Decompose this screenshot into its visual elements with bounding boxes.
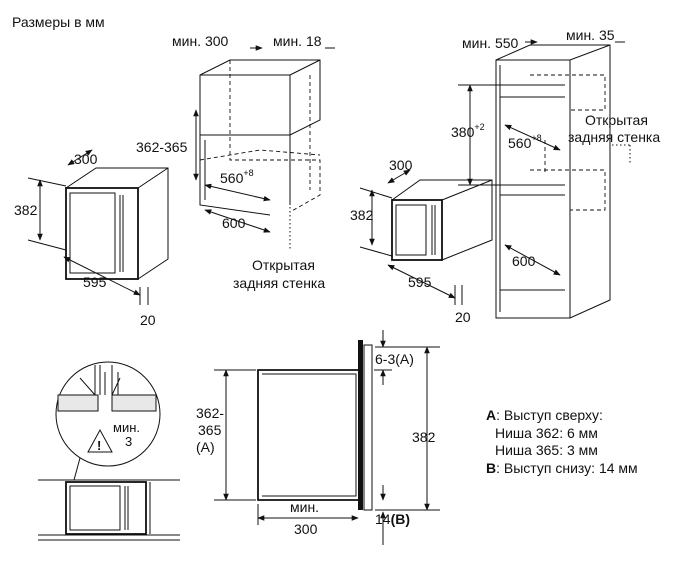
sec-min-depth-line1: мин.: [290, 499, 319, 515]
tl-niche-height: 362-365: [136, 139, 188, 155]
tl-niche-min-top: мин. 18: [273, 33, 322, 49]
sec-niche-height-ref: (A): [196, 439, 215, 455]
tl-front-offset: 20: [140, 312, 156, 328]
legend-b-text: : Выступ снизу: 14 мм: [496, 460, 638, 476]
warning-detail: !: [38, 361, 180, 541]
legend-a-text: : Выступ сверху:: [496, 407, 603, 423]
legend-a-key: A: [486, 407, 496, 423]
legend-b-key: B: [486, 460, 496, 476]
tr-oven-width: 595: [408, 274, 432, 290]
top-right-cabinet: [458, 39, 631, 319]
tl-open-back-line1: Открытая: [252, 257, 315, 273]
sec-top-protrusion: 6-3(A): [375, 351, 414, 367]
sec-bottom-protrusion-value: 14: [375, 511, 391, 527]
tl-niche-min-depth: мин. 300: [172, 33, 229, 49]
sec-bottom-protrusion-ref: (B): [391, 511, 410, 527]
legend-a-line3: Ниша 365: 3 мм: [495, 442, 598, 458]
tl-open-back-line2: задняя стенка: [233, 275, 325, 291]
warning-min-label: мин.: [113, 420, 140, 435]
legend: A: Выступ сверху: Ниша 362: 6 мм Ниша 36…: [486, 407, 638, 476]
tl-niche-depth: 600: [222, 215, 246, 231]
tl-niche-width: 560+8: [220, 168, 254, 186]
tr-front-offset: 20: [455, 309, 471, 325]
sec-niche-height-line2: 365: [198, 422, 222, 438]
tr-niche-width-value: 560: [508, 135, 532, 151]
tr-niche-height: 380+2: [451, 122, 485, 140]
tl-oven-width: 595: [83, 274, 107, 290]
top-right-oven: [359, 169, 493, 305]
diagram-title: Размеры в мм: [12, 14, 105, 30]
sec-bottom-protrusion: 14(B): [375, 511, 410, 527]
svg-text:!: !: [97, 438, 101, 453]
tr-niche-depth: 600: [512, 253, 536, 269]
tr-cabinet-min-top: мин. 35: [566, 27, 615, 43]
tl-oven-height: 382: [14, 202, 38, 218]
tr-open-back-line2: задняя стенка: [568, 129, 660, 145]
tr-oven-depth: 300: [389, 157, 413, 173]
tr-open-back-line1: Открытая: [585, 112, 648, 128]
top-left-oven: [27, 149, 169, 305]
tr-cabinet-min-depth: мин. 550: [462, 35, 519, 51]
sec-top-protrusion-ref: (A): [395, 351, 414, 367]
tr-niche-height-tol: +2: [474, 122, 484, 132]
sec-top-protrusion-value: 6-3: [375, 351, 395, 367]
legend-b-line: B: Выступ снизу: 14 мм: [486, 460, 638, 476]
sec-min-depth-line2: 300: [294, 521, 318, 537]
tl-oven-depth: 300: [74, 151, 98, 167]
legend-a-line2: Ниша 362: 6 мм: [495, 425, 598, 441]
section-view: [214, 330, 440, 545]
tr-oven-height: 382: [350, 207, 374, 223]
warning-min-value: 3: [125, 434, 132, 449]
tl-niche-width-value: 560: [220, 170, 244, 186]
tr-niche-width: 560+8: [508, 133, 542, 151]
tr-niche-height-value: 380: [451, 124, 475, 140]
tl-niche-width-tol: +8: [243, 168, 253, 178]
tr-niche-width-tol: +8: [531, 133, 541, 143]
sec-niche-height-line1: 362-: [196, 405, 224, 421]
legend-a-line1: A: Выступ сверху:: [486, 407, 603, 423]
sec-total-height: 382: [412, 429, 436, 445]
top-left-niche: [193, 45, 335, 250]
